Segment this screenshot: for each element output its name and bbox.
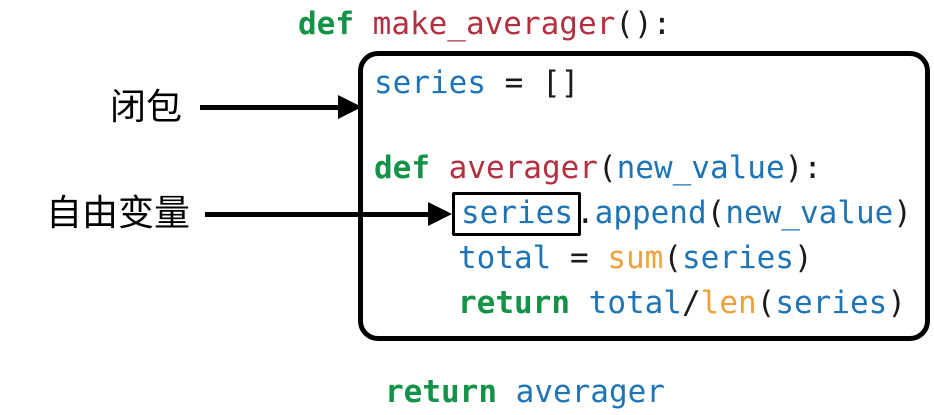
code-token-variable: series [452,192,581,236]
code-token-builtin: len [700,285,757,321]
code-token-plain: ): [784,150,822,186]
code-token-plain: ( [663,240,682,276]
code-token-keyword: def [298,6,373,42]
code-token-variable: new_value [725,195,894,231]
code-token-plain: ( [597,150,617,186]
code-token-plain: ( [756,285,776,321]
code-token-plain [570,285,589,321]
code-line-series-init: series = [] [374,62,579,104]
code-token-plain: ) [893,195,912,231]
free-variable-arrow-line [205,212,430,217]
code-token-plain [497,374,516,410]
code-token-keyword: return [385,374,497,410]
code-line-def-averager: def averager(new_value): [374,147,822,189]
annotation-free-variable-label: 自由变量 [46,192,191,233]
code-token-variable: new_value [616,150,785,186]
code-token-plain: ) [793,240,813,276]
code-token-variable: append [594,195,707,231]
code-token-variable: series [374,65,486,101]
code-line-make-averager: def make_averager(): [298,3,671,45]
code-line-total-sum: total = sum(series) [458,237,813,279]
code-token-plain: ) [887,285,906,321]
code-token-function_name: make_averager [372,6,616,42]
code-line-series-append: series.append(new_value) [452,192,912,236]
code-token-variable: total [588,285,682,321]
code-token-builtin: sum [607,240,664,276]
closure-arrowhead-icon [338,95,362,119]
closure-box [358,51,930,341]
code-token-variable: series [682,240,794,276]
code-token-function_name: averager [448,150,598,186]
free-variable-arrowhead-icon [428,202,452,226]
code-token-plain: . [575,195,595,231]
code-token-plain: (): [615,6,672,42]
code-token-variable: series [775,285,888,321]
code-token-plain: ( [706,195,726,231]
closure-arrow-line [200,105,340,110]
code-line-return-averager: return averager [385,371,665,413]
code-token-plain: = [] [485,65,580,101]
code-token-plain: = [551,240,608,276]
code-token-keyword: def [374,150,449,186]
annotation-closure-label: 闭包 [110,86,183,127]
code-line-return-average: return total/len(series) [458,282,906,324]
code-token-variable: averager [515,374,665,410]
code-token-keyword: return [458,285,570,321]
code-token-variable: total [458,240,552,276]
code-token-plain: / [681,285,701,321]
